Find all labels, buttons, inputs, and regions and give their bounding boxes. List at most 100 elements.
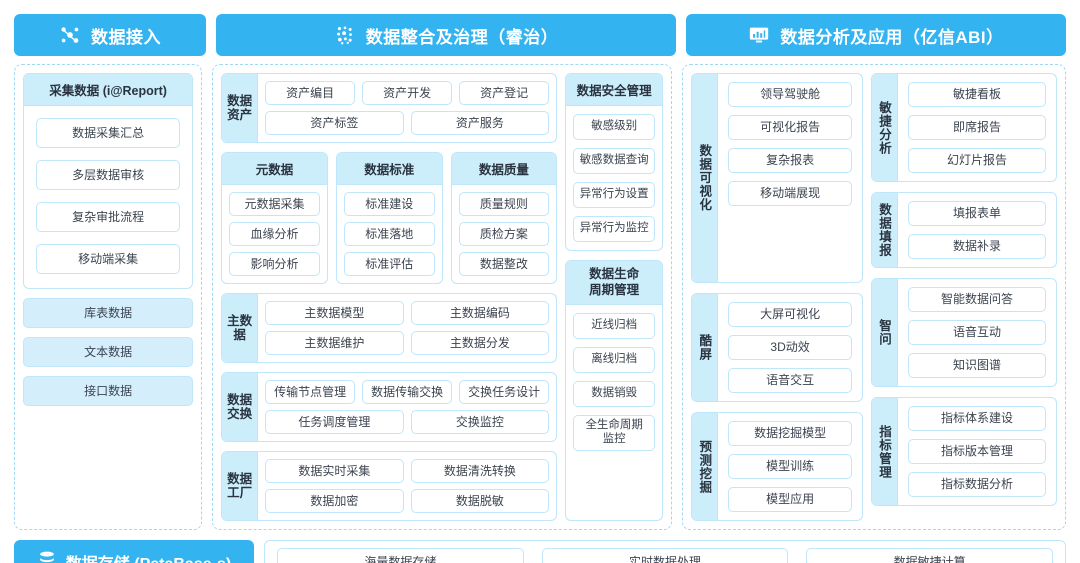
chip-item[interactable]: 资产服务 — [410, 111, 550, 135]
chip-item[interactable]: 语音交互 — [728, 368, 852, 393]
chip-item[interactable]: 敏感数据查询 — [573, 148, 656, 174]
chip-row: 数据加密 数据脱敏 — [265, 489, 550, 513]
chip-item[interactable]: 数据敏捷计算 — [806, 548, 1054, 563]
chip-item[interactable]: 知识图谱 — [908, 353, 1046, 378]
chip-item[interactable]: 资产开发 — [362, 81, 453, 105]
group-data-reporting: 数据填报 填报表单 数据补录 — [871, 192, 1057, 268]
chip-item[interactable]: 库表数据 — [23, 298, 194, 328]
group-label: 数据可视化 — [692, 74, 719, 282]
chip-item[interactable]: 大屏可视化 — [728, 302, 852, 327]
chip-item[interactable]: 指标体系建设 — [908, 406, 1046, 431]
chip-item[interactable]: 填报表单 — [908, 201, 1046, 226]
chip-item[interactable]: 海量数据存储 — [277, 548, 524, 563]
chip-item[interactable]: 智能数据问答 — [908, 287, 1046, 312]
header-pill-data-ingest[interactable]: 数据接入 — [14, 14, 206, 56]
chip-item[interactable]: 即席报告 — [908, 115, 1046, 140]
group-label: 敏捷分析 — [872, 74, 898, 181]
chip-item[interactable]: 元数据采集 — [229, 192, 320, 216]
chip-item[interactable]: 资产登记 — [459, 81, 550, 105]
column-data-governance: 数据资产 资产编目 资产开发 资产登记 资产标签 资产服务 — [212, 64, 673, 530]
panel-body: 元数据采集 血缘分析 影响分析 — [222, 185, 327, 283]
group-master-data: 主数据 主数据模型 主数据编码 主数据维护 主数据分发 — [221, 293, 558, 363]
group-body: 领导驾驶舱 可视化报告 复杂报表 移动端展现 — [718, 74, 862, 282]
chip-item[interactable]: 离线归档 — [573, 347, 656, 374]
chip-item[interactable]: 数据清洗转换 — [410, 459, 550, 483]
chip-item[interactable]: 主数据编码 — [410, 301, 550, 325]
group-label: 指标管理 — [872, 398, 898, 505]
chip-item[interactable]: 影响分析 — [229, 252, 320, 276]
group-body: 主数据模型 主数据编码 主数据维护 主数据分发 — [258, 294, 556, 362]
chip-item[interactable]: 主数据分发 — [410, 331, 550, 355]
chip-item[interactable]: 领导驾驶舱 — [728, 82, 852, 107]
chip-item[interactable]: 移动端采集 — [36, 244, 181, 274]
chip-item[interactable]: 交换任务设计 — [459, 380, 550, 404]
chip-item[interactable]: 移动端展现 — [728, 181, 852, 206]
chip-item[interactable]: 资产编目 — [265, 81, 356, 105]
panel-collect-data: 采集数据 (i@Report) 数据采集汇总 多层数据审核 复杂审批流程 移动端… — [23, 73, 194, 289]
panel-data-quality: 数据质量 质量规则 质检方案 数据整改 — [450, 152, 558, 284]
chip-item[interactable]: 敏感级别 — [573, 114, 656, 140]
group-metric-management: 指标管理 指标体系建设 指标版本管理 指标数据分析 — [871, 397, 1057, 506]
chip-item[interactable]: 资产标签 — [265, 111, 404, 135]
group-data-asset: 数据资产 资产编目 资产开发 资产登记 资产标签 资产服务 — [221, 73, 558, 143]
header-pill-data-governance[interactable]: 数据整合及治理（睿治） — [216, 14, 676, 56]
chip-item[interactable]: 数据实时采集 — [265, 459, 404, 483]
group-data-visualization: 数据可视化 领导驾驶舱 可视化报告 复杂报表 移动端展现 — [691, 73, 863, 283]
chip-item[interactable]: 质检方案 — [458, 222, 550, 246]
chip-item[interactable]: 数据补录 — [908, 234, 1046, 259]
chip-item[interactable]: 可视化报告 — [728, 115, 852, 140]
chip-item[interactable]: 文本数据 — [23, 337, 194, 367]
chip-item[interactable]: 交换监控 — [410, 410, 550, 434]
chip-item[interactable]: 3D动效 — [728, 335, 852, 360]
group-label: 预测挖掘 — [692, 413, 719, 520]
chip-item[interactable]: 数据采集汇总 — [36, 118, 181, 148]
header-pill-label: 数据分析及应用（亿信ABI） — [780, 27, 1004, 47]
group-label: 智问 — [872, 279, 898, 386]
chip-item[interactable]: 质量规则 — [458, 192, 550, 216]
group-data-exchange: 数据交换 传输节点管理 数据传输交换 交换任务设计 任务调度管理 交换监控 — [221, 372, 558, 442]
chip-item[interactable]: 敏捷看板 — [908, 82, 1046, 107]
chip-item[interactable]: 数据挖掘模型 — [728, 421, 852, 446]
group-body: 智能数据问答 语音互动 知识图谱 — [898, 279, 1056, 386]
chip-item[interactable]: 近线归档 — [573, 313, 656, 340]
chip-item[interactable]: 复杂审批流程 — [36, 202, 181, 232]
column-row: 采集数据 (i@Report) 数据采集汇总 多层数据审核 复杂审批流程 移动端… — [0, 56, 1080, 530]
panel-title-line2: 周期管理 — [589, 282, 640, 297]
chip-item[interactable]: 幻灯片报告 — [908, 148, 1046, 173]
chip-item[interactable]: 语音互动 — [908, 320, 1046, 345]
chip-item[interactable]: 数据销毁 — [573, 381, 656, 408]
chip-item[interactable]: 异常行为设置 — [573, 182, 656, 208]
chip-item[interactable]: 模型训练 — [728, 454, 852, 479]
chip-item[interactable]: 主数据模型 — [265, 301, 404, 325]
chip-item[interactable]: 标准评估 — [343, 252, 435, 276]
chip-item[interactable]: 数据整改 — [458, 252, 550, 276]
chip-item[interactable]: 任务调度管理 — [265, 410, 404, 434]
chip-item[interactable]: 数据加密 — [265, 489, 404, 513]
group-data-factory: 数据工厂 数据实时采集 数据清洗转换 数据加密 数据脱敏 — [221, 451, 558, 521]
chip-item[interactable]: 指标版本管理 — [908, 439, 1046, 464]
chip-item[interactable]: 数据脱敏 — [410, 489, 550, 513]
chip-item[interactable]: 模型应用 — [728, 487, 852, 512]
chip-item[interactable]: 多层数据审核 — [36, 160, 181, 190]
chip-item[interactable]: 标准落地 — [343, 222, 435, 246]
column-data-analysis: 数据可视化 领导驾驶舱 可视化报告 复杂报表 移动端展现 酷屏 大屏可视化 3D… — [682, 64, 1066, 530]
chip-item[interactable]: 血缘分析 — [229, 222, 320, 246]
group-agile-analysis: 敏捷分析 敏捷看板 即席报告 幻灯片报告 — [871, 73, 1057, 182]
chip-item[interactable]: 传输节点管理 — [265, 380, 356, 404]
chip-item[interactable]: 复杂报表 — [728, 148, 852, 173]
governance-side-stack: 数据安全管理 敏感级别 敏感数据查询 异常行为设置 异常行为监控 数据生命 周期… — [565, 73, 664, 521]
chip-item[interactable]: 标准建设 — [343, 192, 435, 216]
chip-item[interactable]: 数据传输交换 — [362, 380, 453, 404]
monitor-chart-icon — [748, 24, 770, 46]
header-pill-data-analysis[interactable]: 数据分析及应用（亿信ABI） — [686, 14, 1066, 56]
chip-row: 资产标签 资产服务 — [265, 111, 550, 135]
chip-item[interactable]: 接口数据 — [23, 376, 194, 406]
storage-pill-petabase[interactable]: 数据存储 (PetaBase-s) — [14, 540, 254, 563]
chip-item[interactable]: 实时数据处理 — [541, 548, 789, 563]
chip-item[interactable]: 主数据维护 — [265, 331, 404, 355]
chip-item[interactable]: 异常行为监控 — [573, 216, 656, 242]
chip-item[interactable]: 全生命周期监控 — [573, 415, 656, 452]
chip-row: 主数据维护 主数据分发 — [265, 331, 550, 355]
chip-item[interactable]: 指标数据分析 — [908, 472, 1046, 497]
